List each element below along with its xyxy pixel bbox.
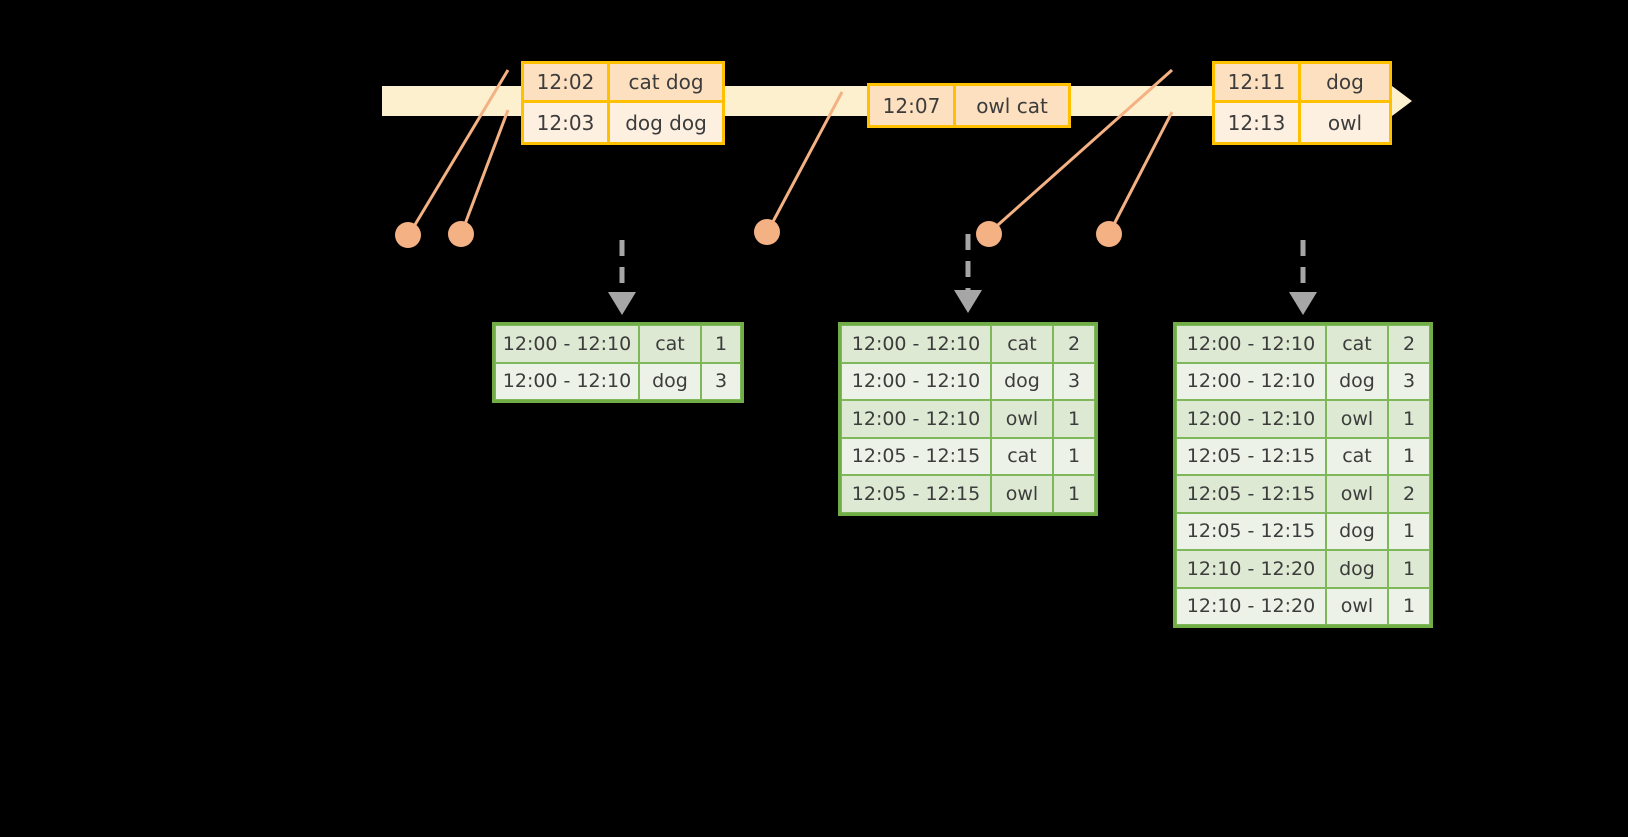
window-cell: 12:10 - 12:20 xyxy=(1176,587,1326,625)
word-cell: owl xyxy=(1326,400,1388,438)
window-cell: 12:05 - 12:15 xyxy=(841,475,991,513)
table-row[interactable]: 12:00 - 12:10 dog 3 xyxy=(495,362,741,400)
table-row[interactable]: 12:00 - 12:10 owl 1 xyxy=(841,400,1095,438)
event-row[interactable]: 12:13 owl xyxy=(1215,103,1389,142)
event-words: dog dog xyxy=(625,110,707,135)
word-cell: dog xyxy=(1326,362,1388,400)
count-cell: 2 xyxy=(1388,475,1430,513)
table-row[interactable]: 12:10 - 12:20 owl 1 xyxy=(1176,587,1430,625)
word-cell: cat xyxy=(991,437,1053,475)
event-words: owl cat xyxy=(976,93,1048,118)
table-row[interactable]: 12:00 - 12:10 owl 1 xyxy=(1176,400,1430,438)
window-cell: 12:00 - 12:10 xyxy=(1176,325,1326,363)
count-cell: 1 xyxy=(1388,437,1430,475)
window-cell: 12:05 - 12:15 xyxy=(1176,475,1326,513)
event-time: 12:02 xyxy=(524,64,610,100)
count-cell: 1 xyxy=(701,325,741,363)
event-dot-3 xyxy=(754,219,780,245)
table-row[interactable]: 12:00 - 12:10 dog 3 xyxy=(1176,362,1430,400)
window-cell: 12:05 - 12:15 xyxy=(1176,437,1326,475)
word-cell: dog xyxy=(991,362,1053,400)
table-row[interactable]: 12:00 - 12:10 cat 2 xyxy=(1176,325,1430,363)
event-box-group-3[interactable]: 12:11 dog 12:13 owl xyxy=(1212,61,1392,145)
word-cell: cat xyxy=(1326,325,1388,363)
event-dot-4 xyxy=(976,221,1002,247)
word-cell: owl xyxy=(1326,587,1388,625)
table-row[interactable]: 12:05 - 12:15 cat 1 xyxy=(1176,437,1430,475)
window-cell: 12:00 - 12:10 xyxy=(1176,400,1326,438)
result-table-2[interactable]: 12:00 - 12:10 cat 2 12:00 - 12:10 dog 3 … xyxy=(838,322,1098,516)
window-cell: 12:00 - 12:10 xyxy=(1176,362,1326,400)
event-row[interactable]: 12:11 dog xyxy=(1215,64,1389,103)
dashed-arrow-1 xyxy=(608,240,636,315)
count-cell: 1 xyxy=(1053,475,1095,513)
table-row[interactable]: 12:00 - 12:10 dog 3 xyxy=(841,362,1095,400)
event-dots xyxy=(395,219,1122,248)
word-cell: cat xyxy=(639,325,701,363)
connector-line-3 xyxy=(766,91,844,232)
word-cell: owl xyxy=(991,475,1053,513)
event-time: 12:11 xyxy=(1215,64,1301,100)
event-box-group-1[interactable]: 12:02 cat dog 12:03 dog dog xyxy=(521,61,725,145)
event-row[interactable]: 12:02 cat dog xyxy=(524,64,722,103)
window-cell: 12:00 - 12:10 xyxy=(841,362,991,400)
window-cell: 12:00 - 12:10 xyxy=(841,325,991,363)
count-cell: 3 xyxy=(1388,362,1430,400)
table-row[interactable]: 12:00 - 12:10 cat 1 xyxy=(495,325,741,363)
event-time: 12:07 xyxy=(870,86,956,125)
word-cell: dog xyxy=(639,362,701,400)
window-cell: 12:00 - 12:10 xyxy=(495,325,639,363)
result-table-1[interactable]: 12:00 - 12:10 cat 1 12:00 - 12:10 dog 3 xyxy=(492,322,744,403)
event-time: 12:13 xyxy=(1215,103,1301,142)
count-cell: 1 xyxy=(1053,400,1095,438)
word-cell: cat xyxy=(991,325,1053,363)
count-cell: 1 xyxy=(1053,437,1095,475)
result-table-3[interactable]: 12:00 - 12:10 cat 2 12:00 - 12:10 dog 3 … xyxy=(1173,322,1433,628)
dashed-arrow-2 xyxy=(954,234,982,313)
window-cell: 12:00 - 12:10 xyxy=(495,362,639,400)
word-cell: owl xyxy=(991,400,1053,438)
event-words: owl xyxy=(1327,110,1363,135)
event-words: dog xyxy=(1326,70,1364,94)
dashed-arrows xyxy=(608,234,1317,315)
word-cell: dog xyxy=(1326,550,1388,588)
count-cell: 1 xyxy=(1388,550,1430,588)
event-box-group-2[interactable]: 12:07 owl cat xyxy=(867,83,1071,128)
event-time: 12:03 xyxy=(524,103,610,142)
word-cell: cat xyxy=(1326,437,1388,475)
connector-line-5 xyxy=(1108,111,1174,233)
count-cell: 3 xyxy=(701,362,741,400)
window-cell: 12:05 - 12:15 xyxy=(841,437,991,475)
count-cell: 3 xyxy=(1053,362,1095,400)
window-cell: 12:00 - 12:10 xyxy=(841,400,991,438)
connector-line-1 xyxy=(408,69,510,234)
window-cell: 12:10 - 12:20 xyxy=(1176,550,1326,588)
event-row[interactable]: 12:07 owl cat xyxy=(870,86,1068,125)
event-dot-5 xyxy=(1096,221,1122,247)
count-cell: 1 xyxy=(1388,400,1430,438)
event-dot-1 xyxy=(395,222,421,248)
word-cell: owl xyxy=(1326,475,1388,513)
table-row[interactable]: 12:05 - 12:15 owl 1 xyxy=(841,475,1095,513)
event-dot-2 xyxy=(448,221,474,247)
table-row[interactable]: 12:00 - 12:10 cat 2 xyxy=(841,325,1095,363)
event-words: cat dog xyxy=(628,70,704,94)
table-row[interactable]: 12:05 - 12:15 owl 2 xyxy=(1176,475,1430,513)
window-cell: 12:05 - 12:15 xyxy=(1176,512,1326,550)
connector-line-2 xyxy=(460,109,510,233)
dashed-arrow-3 xyxy=(1289,240,1317,315)
table-row[interactable]: 12:10 - 12:20 dog 1 xyxy=(1176,550,1430,588)
word-cell: dog xyxy=(1326,512,1388,550)
count-cell: 2 xyxy=(1053,325,1095,363)
table-row[interactable]: 12:05 - 12:15 dog 1 xyxy=(1176,512,1430,550)
event-row[interactable]: 12:03 dog dog xyxy=(524,103,722,142)
count-cell: 1 xyxy=(1388,512,1430,550)
count-cell: 1 xyxy=(1388,587,1430,625)
table-row[interactable]: 12:05 - 12:15 cat 1 xyxy=(841,437,1095,475)
count-cell: 2 xyxy=(1388,325,1430,363)
